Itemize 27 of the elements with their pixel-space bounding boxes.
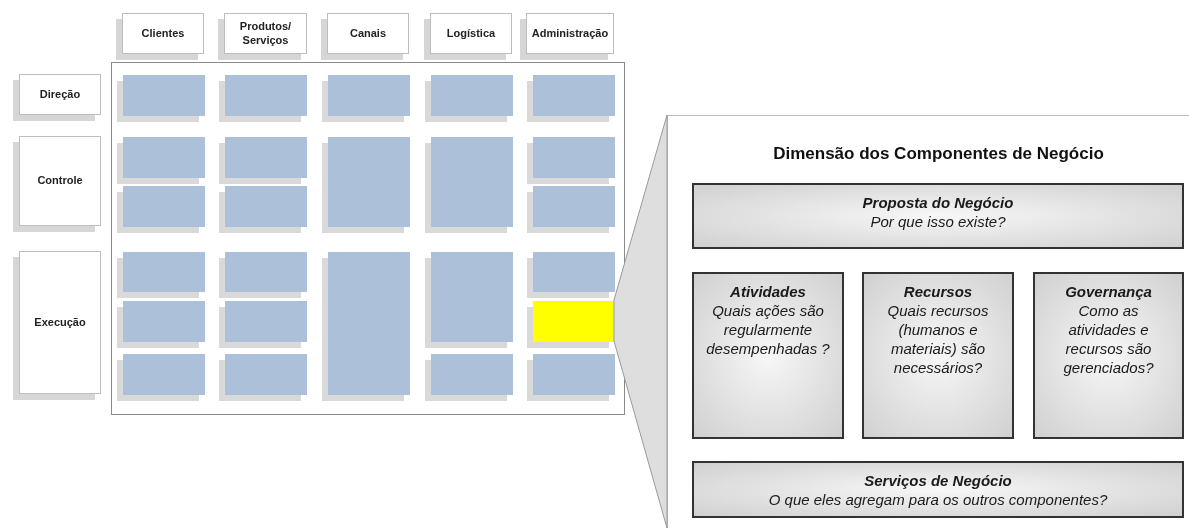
header-label: Logística <box>445 26 497 41</box>
panel-title: Dimensão dos Componentes de Negócio <box>772 143 1105 165</box>
card-heading: Governança <box>1065 282 1152 301</box>
component-card <box>692 183 1184 249</box>
card-heading: Proposta do Negócio <box>862 193 1014 212</box>
component-card <box>692 461 1184 518</box>
component-card <box>1033 272 1184 439</box>
header-label: Controle <box>36 174 84 188</box>
grid-frame <box>111 62 625 415</box>
card-question: O que eles agregam para os outros componentes? <box>768 490 1108 509</box>
card-question: Quais ações são regularmente desempenhadas ? <box>706 301 830 358</box>
card-heading: Recursos <box>903 282 973 301</box>
component-card <box>862 272 1014 439</box>
detail-panel <box>667 115 1189 528</box>
card-heading: Serviços de Negócio <box>864 471 1012 490</box>
header-label: Canais <box>348 26 388 41</box>
header-label: Direção <box>38 87 82 102</box>
card-question: Como as atividades e recursos são gerenciados? <box>1062 301 1155 377</box>
card-question: Por que isso existe? <box>870 212 1006 231</box>
zoom-callout <box>613 114 668 528</box>
component-card <box>692 272 844 439</box>
header-label: Execução <box>33 315 87 330</box>
header-label: Clientes <box>140 26 186 41</box>
card-question: Quais recursos (humanos e materiais) são necessários? <box>886 301 990 377</box>
card-heading: Atividades <box>730 282 806 301</box>
header-label: Produtos/ Serviços <box>238 19 293 48</box>
header-label: Administração <box>530 26 610 41</box>
